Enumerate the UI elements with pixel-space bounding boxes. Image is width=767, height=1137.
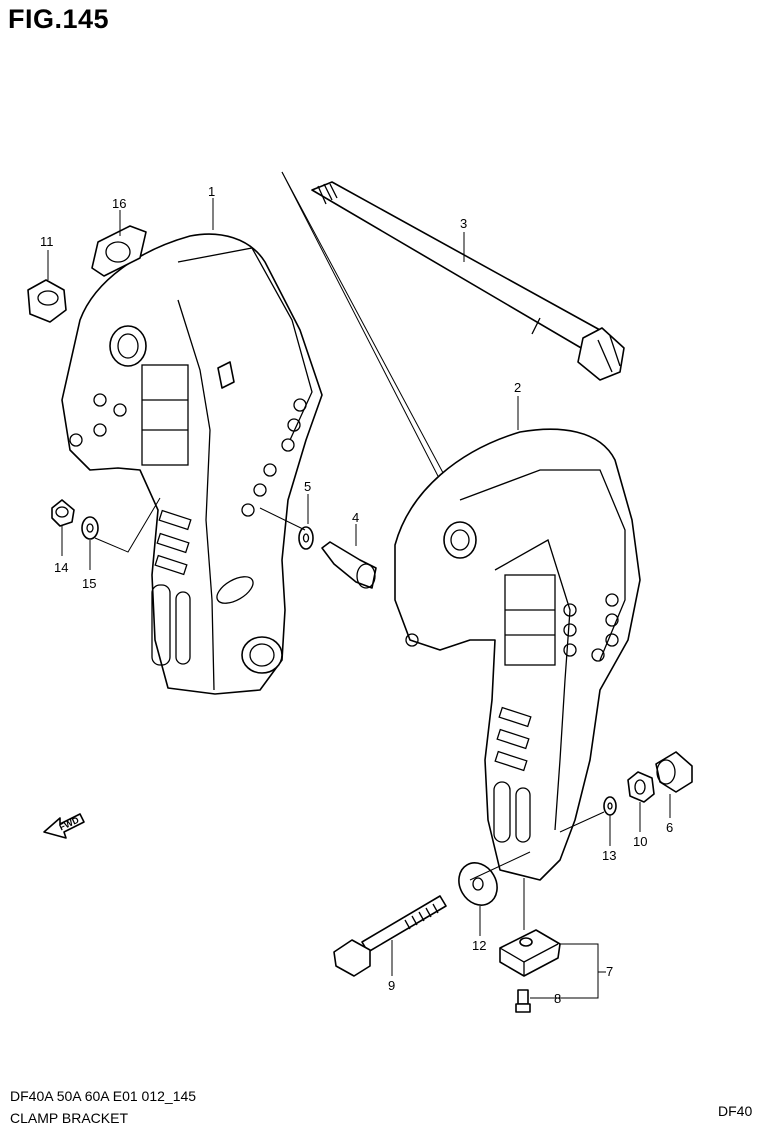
figure-code: DF40A 50A 60A E01 012_145 [10,1088,197,1104]
nut-11 [27,279,67,323]
through-bolt [311,181,625,381]
clamp-bracket-left [61,233,323,695]
callout-1: 1 [208,184,215,199]
callout-2: 2 [514,380,521,395]
plate-16 [91,225,147,277]
figure-title: FIG.145 [8,4,110,34]
screw-8 [515,989,531,1013]
callout-10: 10 [633,834,647,849]
bushing-14 [51,499,75,527]
forward-arrow-icon: FWD [43,813,85,839]
callout-9: 9 [388,978,395,993]
cap-6 [655,751,693,793]
block-7 [499,929,561,977]
model-label: DF40 [718,1103,753,1119]
callout-4: 4 [352,510,359,525]
washer-5 [298,526,314,550]
clamp-bracket-right [394,428,641,881]
bolt-9 [333,895,447,977]
callout-5: 5 [304,479,311,494]
figure-name: CLAMP BRACKET [10,1110,128,1126]
callout-numbers: 1 2 3 4 5 6 7 8 9 10 11 12 13 14 15 16 [40,184,673,1006]
callout-14: 14 [54,560,68,575]
callout-15: 15 [82,576,96,591]
washer-13 [603,796,617,816]
callout-6: 6 [666,820,673,835]
callout-12: 12 [472,938,486,953]
washer-15 [81,516,99,540]
washer-12 [458,862,498,906]
callout-16: 16 [112,196,126,211]
callout-3: 3 [460,216,467,231]
callout-7: 7 [606,964,613,979]
callout-8: 8 [554,991,561,1006]
pin-4 [321,541,377,589]
leader-lines [47,198,671,999]
callout-11: 11 [40,234,54,249]
nut-10 [627,771,655,803]
callout-13: 13 [602,848,616,863]
